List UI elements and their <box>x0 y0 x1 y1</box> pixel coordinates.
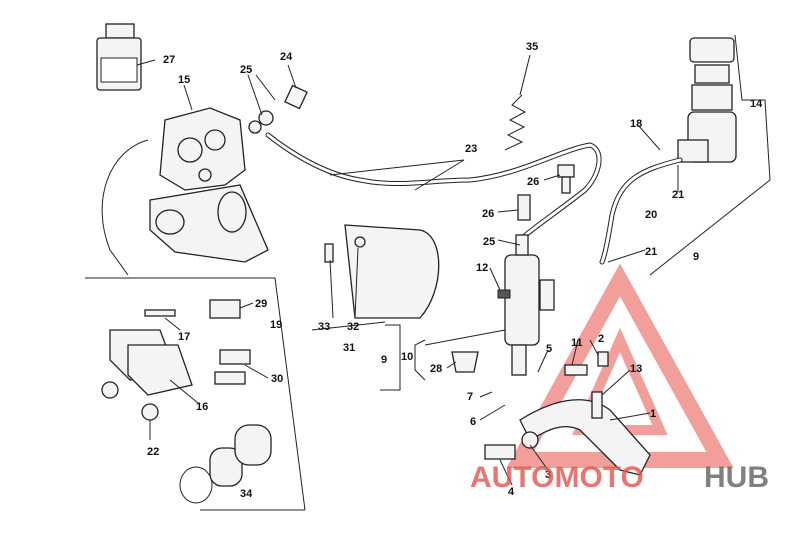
callout-2: 2 <box>598 333 604 345</box>
callout-labels: 27 15 25 24 35 14 18 23 26 26 21 20 25 2… <box>147 41 763 500</box>
callout-21a: 21 <box>672 189 684 201</box>
brake-pads <box>101 299 251 421</box>
callout-31: 31 <box>343 342 355 354</box>
banjo-fittings <box>248 84 308 134</box>
fluid-bottle <box>96 23 142 91</box>
callout-1: 1 <box>650 408 656 420</box>
callout-34: 34 <box>240 488 253 500</box>
callout-33: 33 <box>318 321 330 333</box>
callout-26a: 26 <box>527 176 539 188</box>
master-cylinder <box>497 194 555 376</box>
callout-25b: 25 <box>483 236 495 248</box>
callout-14: 14 <box>750 98 763 110</box>
callout-25: 25 <box>240 64 252 76</box>
banjo-bolts <box>557 164 575 194</box>
callout-10: 10 <box>401 351 413 363</box>
reservoir-hose <box>599 157 683 265</box>
callout-22: 22 <box>147 446 159 458</box>
callout-27: 27 <box>163 54 175 66</box>
watermark-brand-part2: HUB <box>704 461 769 494</box>
callout-6: 6 <box>470 416 476 428</box>
callout-18: 18 <box>630 118 642 130</box>
callout-23: 23 <box>465 143 477 155</box>
callout-4: 4 <box>508 486 515 498</box>
callout-12: 12 <box>476 262 488 274</box>
hose-guard-spring <box>504 94 527 151</box>
heel-guard <box>324 224 440 319</box>
caliper-seals <box>179 424 272 504</box>
callout-24: 24 <box>280 51 293 63</box>
callout-9b: 9 <box>381 354 387 366</box>
watermark-brand-part1: AUTOMOTO <box>470 461 644 494</box>
callout-15: 15 <box>178 74 190 86</box>
callout-19: 19 <box>270 319 282 331</box>
callout-9a: 9 <box>693 251 699 263</box>
callout-30: 30 <box>271 373 283 385</box>
brake-hose <box>265 132 602 243</box>
watermark-text: AUTOMOTO HUB <box>470 461 769 494</box>
callout-20: 20 <box>645 209 657 221</box>
bushing <box>451 351 479 373</box>
fluid-reservoir <box>677 37 737 163</box>
callout-21b: 21 <box>645 246 657 258</box>
callout-29: 29 <box>255 298 267 310</box>
callout-17: 17 <box>178 331 190 343</box>
callout-16: 16 <box>196 401 208 413</box>
callout-26b: 26 <box>482 208 494 220</box>
brake-caliper <box>149 107 269 263</box>
leader-lines <box>85 34 771 511</box>
callout-28: 28 <box>430 363 442 375</box>
callout-32: 32 <box>347 321 359 333</box>
callout-11: 11 <box>571 337 583 349</box>
callout-13: 13 <box>630 363 642 375</box>
callout-5: 5 <box>546 343 552 355</box>
callout-35: 35 <box>526 41 538 53</box>
callout-7: 7 <box>467 391 473 403</box>
callout-3: 3 <box>545 469 551 481</box>
